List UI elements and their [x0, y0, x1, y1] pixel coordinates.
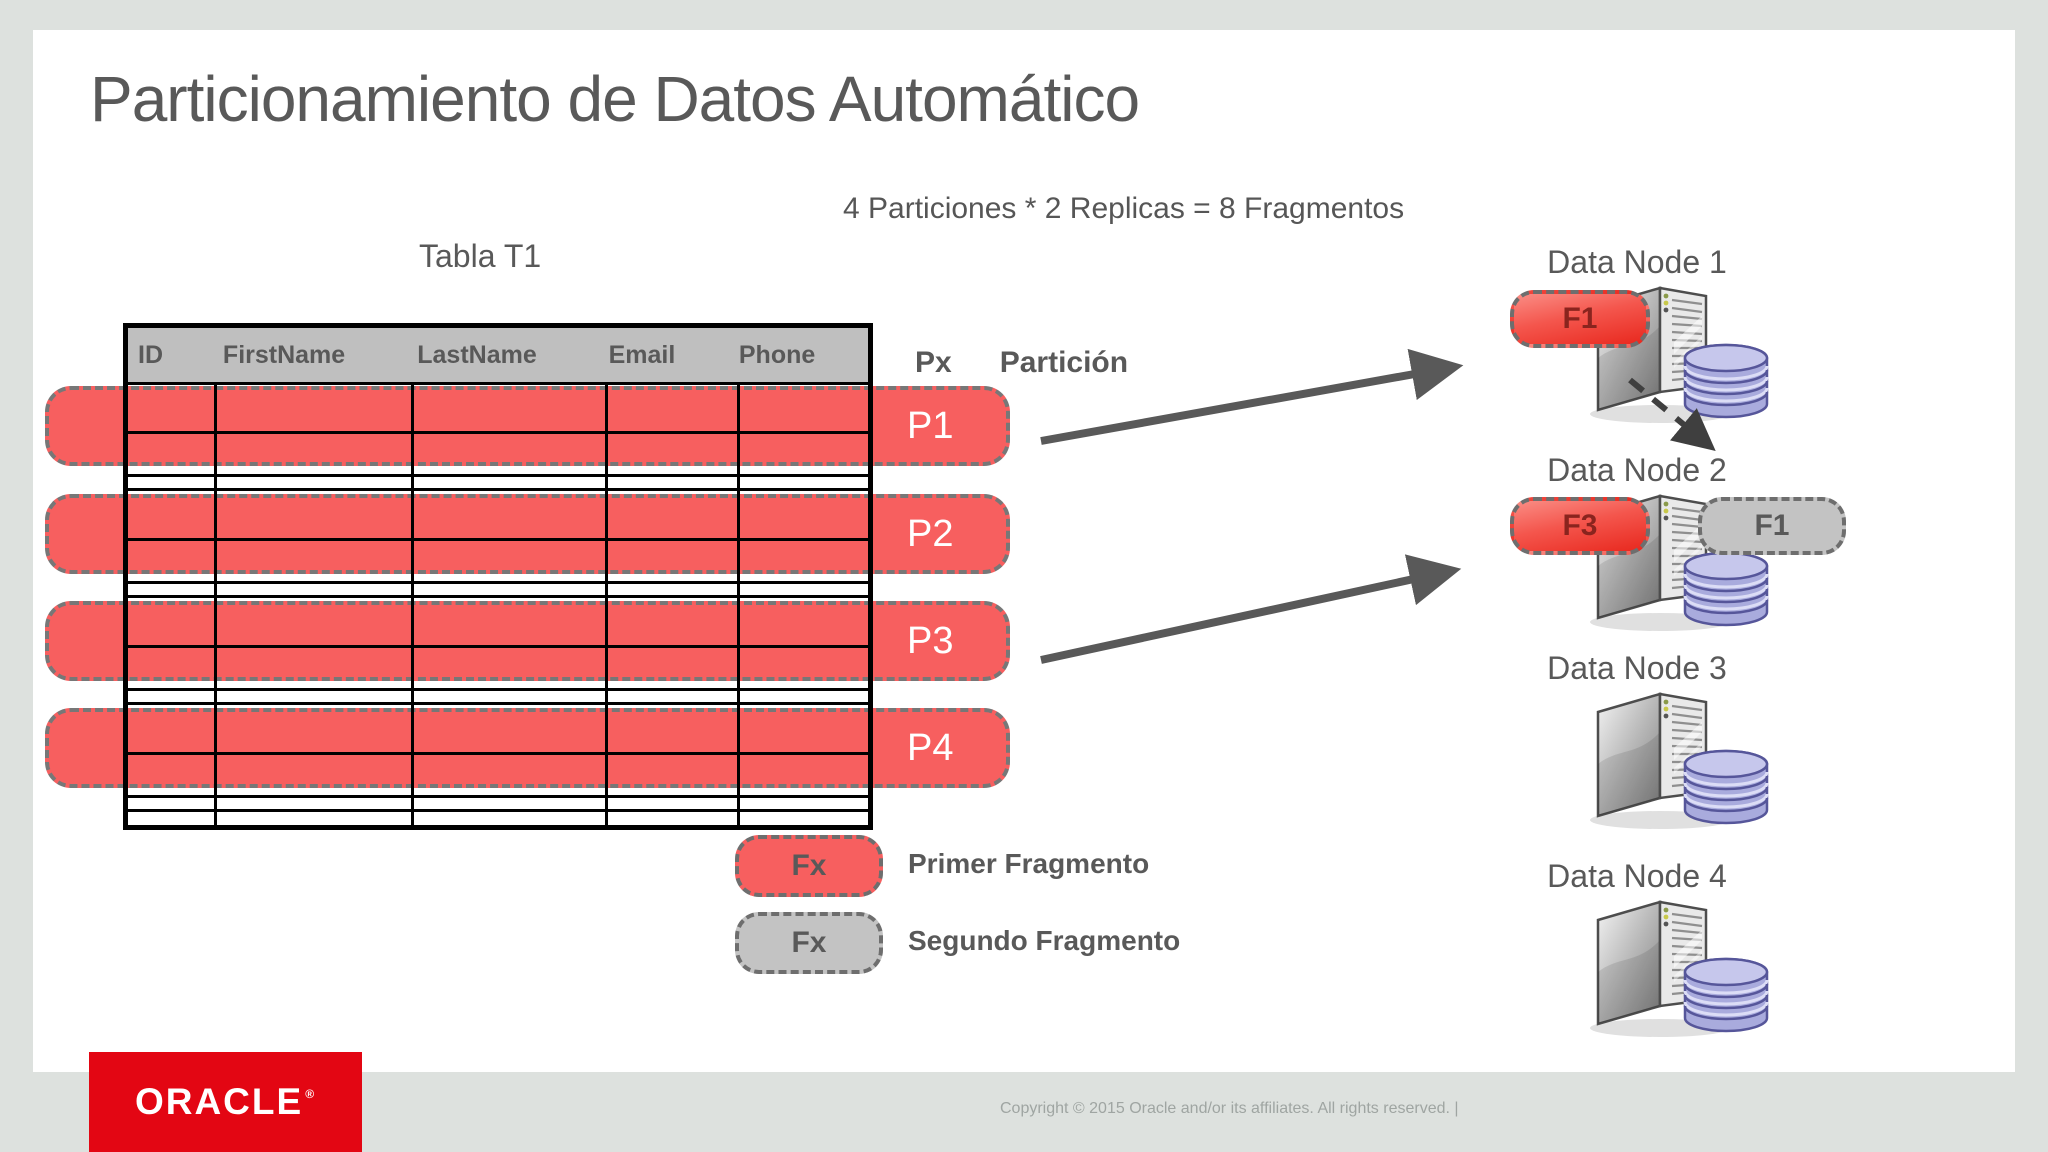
partition-key-label: Partición	[999, 346, 1129, 379]
data-node-4-label: Data Node 4	[1547, 858, 1727, 894]
partition-key-symbol: Px	[915, 346, 952, 379]
partition-band-p2: P2	[45, 494, 1010, 574]
server-icon	[1588, 900, 1769, 1039]
legend-replica-fragment-swatch: Fx	[735, 912, 883, 974]
oracle-logo: ORACLE®	[89, 1052, 362, 1152]
data-node-1-label: Data Node 1	[1547, 244, 1727, 280]
partition-key: Px Partición	[915, 346, 1128, 380]
registered-mark: ®	[305, 1087, 317, 1101]
legend-primary-fragment-label: Primer Fragmento	[908, 848, 1150, 879]
fragment-badge-f3-primary: F3	[1510, 497, 1650, 555]
legend-replica-fragment-label: Segundo Fragmento	[908, 925, 1181, 956]
data-node-3-label: Data Node 3	[1547, 650, 1727, 686]
data-node-3-icon	[1588, 692, 1769, 831]
partition-label: P1	[907, 404, 954, 447]
legend-primary-fragment-swatch: Fx	[735, 835, 883, 897]
partition-band-p3: P3	[45, 601, 1010, 681]
partition-band-p1: P1	[45, 386, 1010, 466]
partition-label: P3	[907, 619, 954, 662]
data-node-2-label: Data Node 2	[1547, 452, 1727, 488]
slide-title: Particionamiento de Datos Automático	[90, 63, 1140, 135]
oracle-logo-text: ORACLE	[134, 1081, 304, 1122]
fragment-badge-f1-replica: F1	[1698, 497, 1846, 555]
data-node-4-icon	[1588, 900, 1769, 1039]
partition-label: P4	[907, 726, 954, 769]
fragment-badge-f1-primary: F1	[1510, 290, 1650, 348]
table-title: Tabla T1	[419, 238, 542, 274]
partition-band-p4: P4	[45, 708, 1010, 788]
server-icon	[1588, 692, 1769, 831]
fragment-formula: 4 Particiones * 2 Replicas = 8 Fragmento…	[843, 192, 1405, 225]
partition-label: P2	[907, 512, 954, 555]
copyright-text: Copyright © 2015 Oracle and/or its affil…	[1000, 1100, 1459, 1117]
